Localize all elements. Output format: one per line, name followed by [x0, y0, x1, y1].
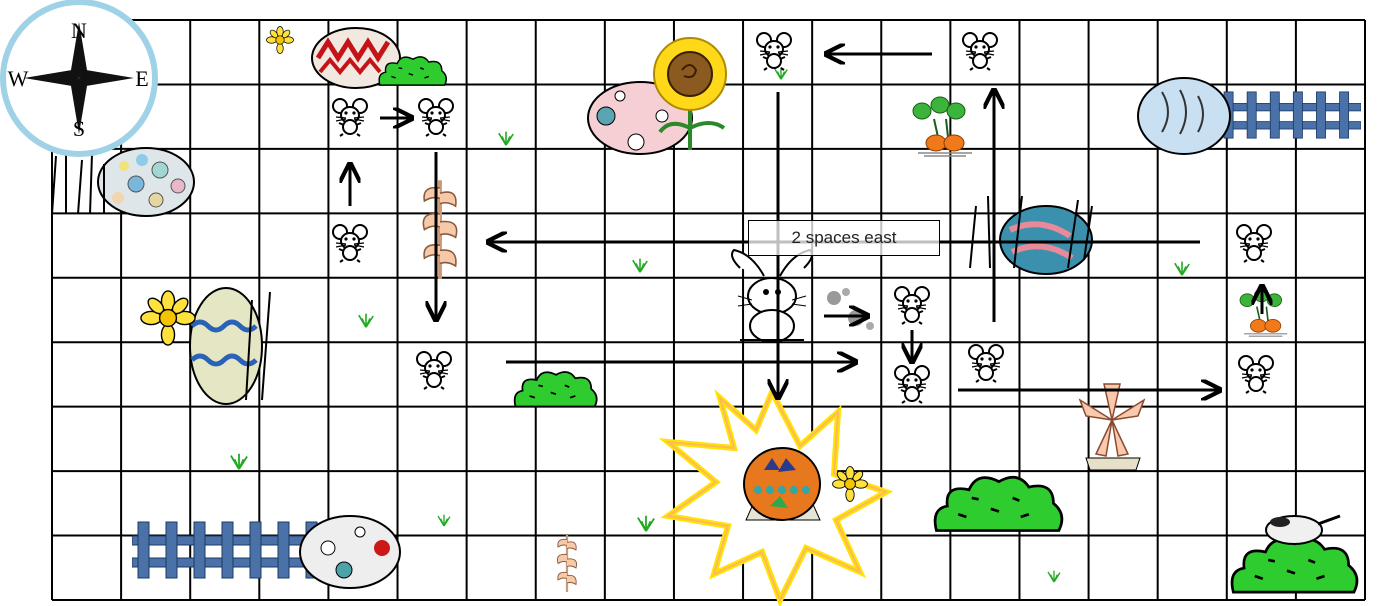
flower-icon — [266, 26, 293, 53]
bunny-icon — [732, 250, 874, 342]
flower-icon — [1080, 384, 1144, 470]
easter-egg-icon — [98, 148, 194, 216]
easter-egg-icon — [300, 516, 400, 588]
compass-south-label: S — [73, 116, 85, 141]
direction-label-box: 2 spaces east — [748, 220, 940, 256]
carrot-icon — [1240, 289, 1287, 336]
compass-north-label: N — [71, 18, 87, 43]
direction-label: 2 spaces east — [792, 228, 897, 248]
bush-icon — [935, 477, 1062, 530]
carrot-icon — [913, 97, 972, 156]
plant-icon — [423, 180, 456, 279]
easter-egg-icon — [744, 448, 820, 520]
bush-icon — [515, 372, 597, 406]
bush-icon — [1232, 540, 1357, 593]
plant-icon — [557, 535, 576, 592]
mouse-icons — [333, 33, 1273, 403]
compass-rose: N S E W — [3, 2, 155, 154]
compass-west-label: W — [8, 66, 29, 91]
compass-east-label: E — [135, 66, 148, 91]
easter-egg-icon — [1138, 78, 1230, 154]
flower-icon — [141, 291, 195, 345]
watering-can-icon — [1266, 516, 1340, 544]
